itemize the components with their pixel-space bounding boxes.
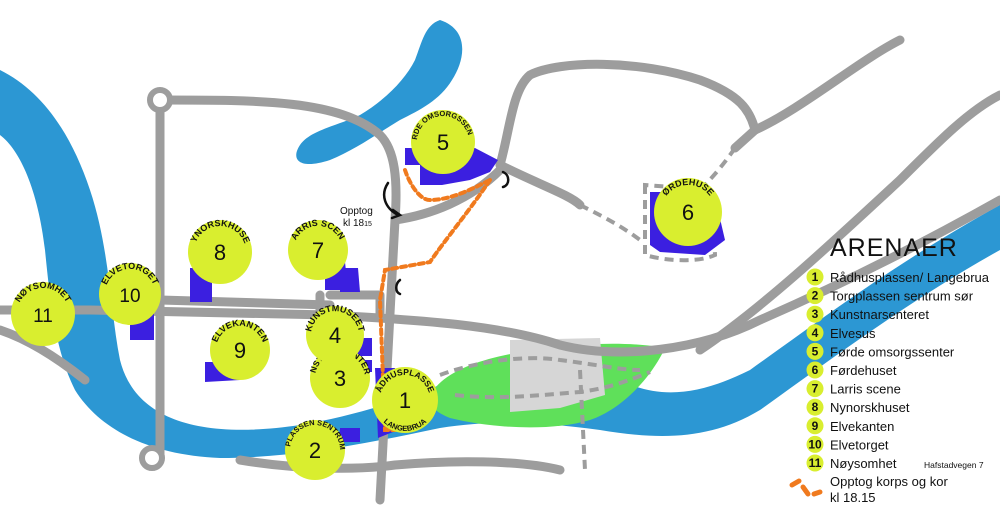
legend-item-note: Hafstadvegen 7 (924, 460, 984, 470)
venue-marker-number: 7 (312, 238, 324, 263)
legend-item-number: 1 (812, 270, 819, 284)
legend-item-number: 5 (812, 344, 819, 358)
venue-marker-circle (11, 282, 75, 346)
legend-item-number: 10 (808, 437, 822, 451)
route-start-time-sub: 15 (364, 221, 372, 228)
roundabouts (139, 87, 173, 471)
legend-item-badge (806, 305, 824, 323)
venue-marker-circle (99, 263, 161, 325)
venue-marker-number: 6 (682, 200, 694, 225)
venue-marker-number: 3 (334, 366, 346, 391)
legend-item-label: Førde omsorgssenter (830, 344, 955, 359)
legend-item-badge (806, 380, 824, 398)
legend-item-label: Elvekanten (830, 419, 894, 434)
venue-marker-number: 1 (399, 388, 411, 413)
roads (0, 35, 1000, 505)
venue-marker-circle (306, 306, 364, 364)
venue-marker-circle (372, 367, 438, 433)
legend-item-badge (806, 268, 824, 286)
venue-marker-label: FØRDE OMSORGSSENTER (0, 0, 475, 140)
legend-item-1: 1 Rådhusplassen/ Langebrua (806, 268, 990, 286)
venue-marker-circle (188, 220, 252, 284)
venue-marker-number: 11 (33, 306, 53, 327)
legend-item-badge (806, 417, 824, 435)
route-start-time: kl 18 (343, 218, 365, 229)
legend-item-badge (806, 361, 824, 379)
legend-item-label: Førdehuset (830, 363, 897, 378)
venue-marker-number: 10 (119, 286, 140, 307)
legend-item-badge (806, 287, 824, 305)
route-start-label: Opptog kl 1815 (340, 206, 373, 229)
legend-item-2: 2 Torgplassen sentrum sør (806, 287, 974, 305)
venue-marker-circle (288, 220, 348, 280)
venue-marker-number: 5 (437, 130, 449, 155)
legend-item-number: 2 (812, 289, 819, 303)
legend-item-label: Elvetorget (830, 437, 889, 452)
venue-marker-circle (210, 320, 270, 380)
legend: ARENAER 1 Rådhusplassen/ Langebrua 2 Torgpl… (789, 234, 990, 505)
legend-item-number: 3 (812, 307, 819, 321)
legend-item-number: 11 (809, 456, 822, 470)
venue-marker-number: 8 (214, 240, 226, 265)
legend-item-badge (806, 342, 824, 360)
legend-item-label: Rådhusplassen/ Langebrua (830, 270, 990, 285)
venue-marker-circle (285, 420, 345, 480)
legend-item-badge (806, 324, 824, 342)
legend-item-badge (806, 454, 824, 472)
svg-text:kl 1815: kl 1815 (343, 218, 372, 229)
legend-item-badge (806, 398, 824, 416)
legend-route-label-2: kl 18.15 (830, 490, 876, 505)
legend-item-number: 4 (812, 326, 819, 340)
venue-marker-circle (411, 110, 475, 174)
legend-item-label: Kunstnarsenteret (830, 307, 929, 322)
legend-route-swatch (789, 478, 823, 497)
legend-item-8: 8 Nynorskhuset (806, 398, 910, 416)
legend-item-5: 5 Førde omsorgssenter (806, 342, 955, 360)
legend-item-7: 7 Larris scene (806, 380, 901, 398)
legend-item-label: Nøysomhet (830, 456, 897, 471)
route-line (377, 168, 492, 432)
legend-item-3: 3 Kunstnarsenteret (806, 305, 929, 323)
legend-item-11: 11 Nøysomhet Hafstadvegen 7 (806, 454, 984, 472)
legend-item-label: Torgplassen sentrum sør (830, 289, 974, 304)
legend-items: 1 Rådhusplassen/ Langebrua 2 Torgplassen se… (806, 268, 990, 472)
venue-marker-circle (310, 348, 370, 408)
route-start-line1: Opptog (340, 206, 373, 217)
venue-marker-label: FØRDEHUSET (0, 0, 716, 197)
legend-item-label: Nynorskhuset (830, 400, 910, 415)
legend-item-10: 10 Elvetorget (806, 435, 889, 453)
legend-item-label: Elvesus (830, 326, 876, 341)
legend-item-number: 6 (812, 363, 819, 377)
venue-marker-circle (654, 178, 722, 246)
legend-route-key: Opptog korps og kor kl 18.15 (789, 474, 948, 505)
legend-item-6: 6 Førdehuset (806, 361, 897, 379)
legend-item-label: Larris scene (830, 382, 901, 397)
legend-item-number: 8 (812, 400, 819, 414)
legend-item-number: 9 (812, 419, 819, 433)
legend-item-9: 9 Elvekanten (806, 417, 894, 435)
legend-item-badge (806, 435, 824, 453)
venue-marker-number: 9 (234, 338, 246, 363)
legend-item-number: 7 (812, 382, 819, 396)
route-arrows (382, 170, 510, 296)
venue-marker-number: 4 (329, 323, 341, 348)
venue-marker-number: 2 (309, 438, 321, 463)
legend-title: ARENAER (830, 234, 958, 262)
legend-route-label-1: Opptog korps og kor (830, 474, 948, 489)
legend-item-4: 4 Elvesus (806, 324, 876, 342)
